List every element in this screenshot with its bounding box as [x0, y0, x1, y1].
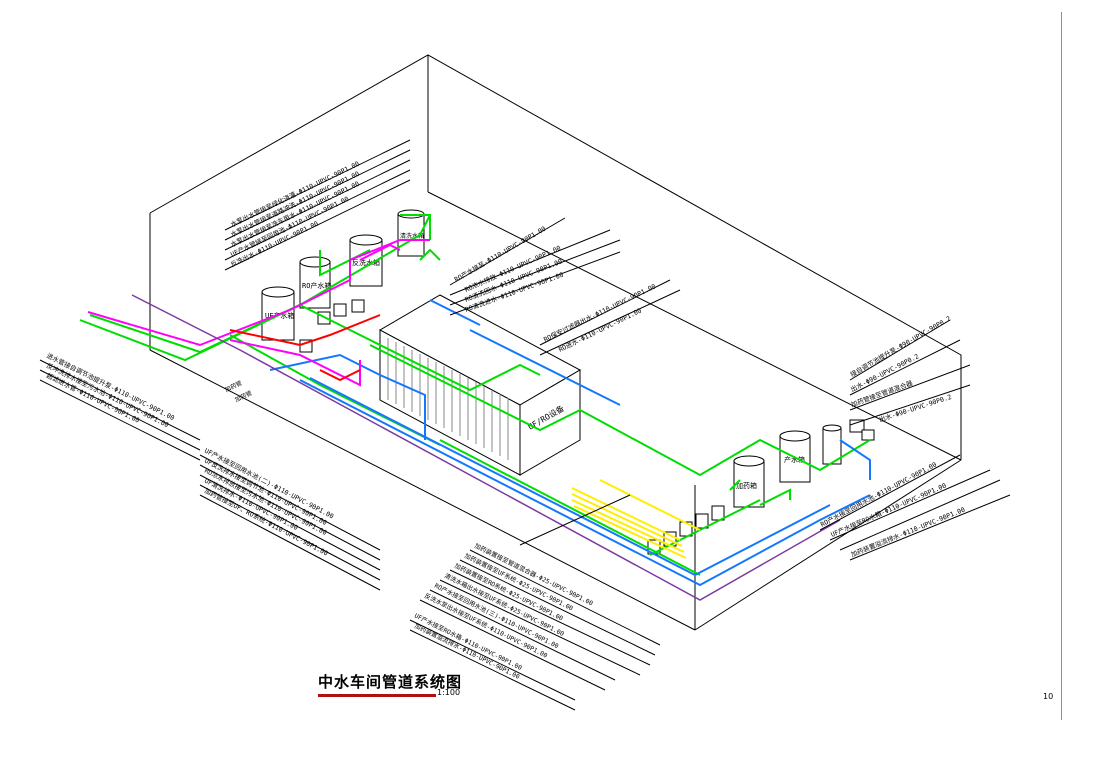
- pipes-purple: [131, 294, 841, 601]
- frame-border: [1061, 12, 1062, 720]
- tank-right-1: [733, 455, 765, 508]
- tank-ro-product: [299, 256, 331, 309]
- page-number: 10: [1043, 692, 1054, 701]
- pipes-green: [79, 214, 871, 576]
- labels-right: 接自调节池提升泵-Φ90-UPVC-90P0.2 出水-Φ90-UPVC-90P…: [849, 314, 953, 424]
- labels-lower-left: UF产水接至回用水池(二)-Φ110-UPVC-90P1.00 UF反洗排水接至…: [203, 446, 335, 558]
- label-right-4: 出水-Φ90-UPVC-90P0.2: [878, 392, 953, 424]
- labels-left: 进水管接自调节池提升泵-Φ110-UPVC-90P1.00 反冲洗排水接至污水池…: [45, 351, 176, 430]
- drawing-title: 中水车间管道系统图: [318, 673, 463, 691]
- label-tank-right: 产水箱: [784, 455, 805, 464]
- labels-lower-right: RO产水接至回用水池-Φ110-UPVC-90P1.00 UF产水接至RO水箱-…: [819, 460, 967, 559]
- tank-backwash: [349, 234, 383, 287]
- label-tank-cleaning: 清洗水箱: [400, 232, 424, 240]
- label-small-left-1: 加药管: [223, 379, 243, 394]
- label-tank-dosing: 加药箱: [736, 481, 757, 490]
- tank-right-2: [779, 430, 811, 483]
- pipes-magenta: [87, 239, 430, 387]
- labels-small-left: 加药管 加药管: [223, 379, 253, 404]
- pipes-yellow: [571, 479, 701, 559]
- label-tank-backwash: 反洗水箱: [352, 258, 380, 267]
- drawing-scale: 1:100: [437, 688, 461, 697]
- label-left-2: 反冲洗排水接至污水池-Φ110-UPVC-90P1.00: [45, 361, 170, 430]
- label-lower-right-3: 加药装置溢流排水-Φ110-UPVC-90P1.00: [849, 505, 966, 559]
- labels-middle: RO保安过滤器出水-Φ110-UPVC-90P1.00 RO进水-Φ110-UP…: [542, 281, 657, 353]
- tank-right-3: [822, 424, 842, 465]
- building-outline: [149, 54, 962, 631]
- labels-bottom-center: 加药装置接至管道混合器-Φ25-UPVC-90P1.00 加药装置接至UF系统-…: [413, 542, 594, 681]
- title-underline: [318, 694, 436, 697]
- label-tank-ro: RO产水箱: [302, 281, 331, 290]
- pipes-red: [229, 314, 381, 382]
- leader-lines: [39, 139, 1011, 711]
- pipes-blue: [269, 299, 871, 587]
- labels-top-middle: RO产水接至-Φ110-UPVC-90P1.00 RO浓水排放-Φ110-UPV…: [453, 224, 565, 314]
